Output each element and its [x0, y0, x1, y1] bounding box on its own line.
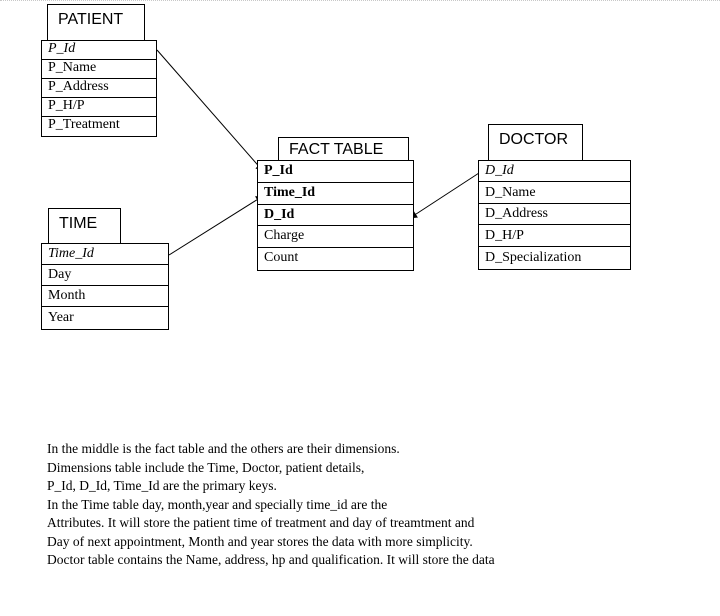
- description-paragraph: In the middle is the fact table and the …: [47, 440, 687, 570]
- description-line: Doctor table contains the Name, address,…: [47, 552, 495, 567]
- patient-table: P_Id P_Name P_Address P_H/P P_Treatment: [41, 40, 157, 137]
- doctor-to-fact-line: [409, 172, 480, 219]
- time-table-title: TIME: [48, 208, 121, 244]
- time-field-year: Year: [48, 310, 74, 325]
- description-line: In the middle is the fact table and the …: [47, 441, 400, 456]
- page-top-rule: [0, 0, 720, 2]
- patient-field-p-treatment: P_Treatment: [48, 117, 120, 132]
- patient-field-p-address: P_Address: [42, 79, 156, 98]
- doctor-field-d-hp: D_H/P: [479, 225, 630, 247]
- description-line: In the Time table day, month,year and sp…: [47, 496, 388, 512]
- time-table: Time_Id Day Month Year: [41, 243, 169, 330]
- fact-field-charge: Charge: [258, 226, 413, 248]
- fact-field-d-id: D_Id: [258, 205, 413, 226]
- description-line: Dimensions table include the Time, Docto…: [47, 459, 365, 475]
- fact-table-title: FACT TABLE: [278, 137, 409, 161]
- doctor-table-title: DOCTOR: [488, 124, 583, 161]
- patient-title-text: PATIENT: [58, 11, 124, 28]
- description-line: Day of next appointment, Month and year …: [47, 533, 473, 549]
- description-line: Attributes. It will store the patient ti…: [47, 515, 475, 530]
- patient-to-fact-line: [156, 49, 264, 172]
- doctor-field-d-specialization: D_Specialization: [485, 250, 582, 265]
- time-title-text: TIME: [59, 215, 98, 232]
- time-field-month: Month: [42, 286, 168, 307]
- doctor-title-text: DOCTOR: [499, 131, 569, 148]
- doctor-field-d-id: D_Id: [479, 161, 630, 182]
- patient-field-p-id: P_Id: [42, 41, 156, 60]
- fact-field-p-id: P_Id: [258, 161, 413, 183]
- fact-field-count: Count: [264, 250, 299, 265]
- fact-field-time-id: Time_Id: [258, 183, 413, 205]
- doctor-field-d-name: D_Name: [479, 182, 630, 204]
- time-field-time-id: Time_Id: [42, 244, 168, 265]
- patient-field-p-name: P_Name: [42, 60, 156, 79]
- doctor-table: D_Id D_Name D_Address D_H/P D_Specializa…: [478, 160, 631, 270]
- time-field-day: Day: [42, 265, 168, 286]
- doctor-field-d-address: D_Address: [479, 204, 630, 225]
- description-line: P_Id, D_Id, Time_Id are the primary keys…: [47, 478, 277, 493]
- patient-table-title: PATIENT: [47, 4, 145, 41]
- fact-title-text: FACT TABLE: [289, 141, 384, 158]
- patient-field-p-hp: P_H/P: [42, 98, 156, 117]
- time-to-fact-line: [168, 195, 264, 256]
- fact-table: P_Id Time_Id D_Id Charge Count: [257, 160, 414, 271]
